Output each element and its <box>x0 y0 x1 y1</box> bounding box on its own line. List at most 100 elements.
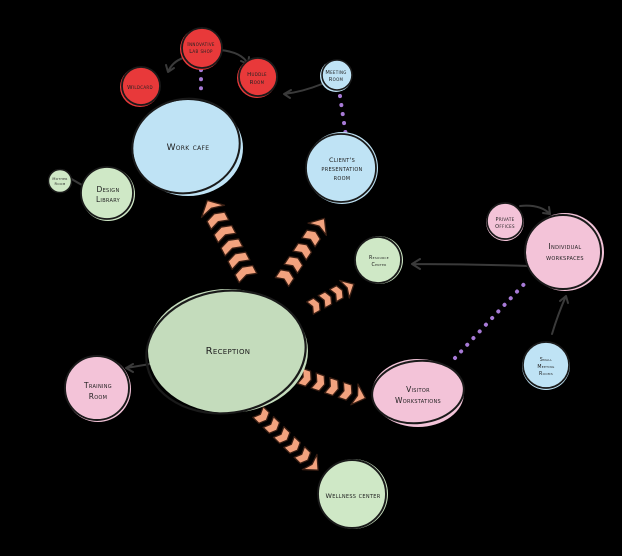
clients-room-bubble <box>306 132 378 204</box>
chevron-segment <box>307 217 328 236</box>
huddle-room-outline <box>238 57 278 97</box>
node-wildcard[interactable]: Wildcard <box>120 66 161 107</box>
chevron-segment <box>301 229 321 248</box>
arrow-small-meeting-individual <box>551 295 569 335</box>
chevron-arrows <box>200 199 367 471</box>
chevron-segment <box>200 199 226 219</box>
chevron-segment <box>252 405 270 424</box>
resource-center-outline <box>354 236 402 284</box>
chevron-segment <box>296 367 312 387</box>
wildcard-outline <box>121 66 161 106</box>
chevron-segment <box>306 297 321 315</box>
wildcard-bubble <box>120 67 160 107</box>
huddle-room-bubble <box>237 58 277 98</box>
resource-center-bubble <box>355 236 403 284</box>
wellness-center-label: Wellness center <box>325 492 380 500</box>
chevron-segment <box>220 238 244 257</box>
training-room-outline <box>64 355 130 421</box>
chevron-segment <box>329 285 344 303</box>
reception-label: Reception <box>206 346 251 357</box>
chevron-segment <box>292 242 313 261</box>
reception-bubble <box>148 289 308 413</box>
chevron-segment <box>274 269 295 288</box>
node-work-cafe[interactable]: Work cafe <box>123 89 248 203</box>
reception-outline <box>145 289 307 415</box>
wellness-center-bubble <box>318 459 388 529</box>
work-cafe-bubble <box>133 100 243 196</box>
link-meeting-clients <box>338 94 348 138</box>
chevron-segment <box>350 383 367 406</box>
meeting-room-bubble <box>320 60 352 92</box>
private-offices-bubble <box>486 203 524 241</box>
private-offices-outline <box>486 202 524 240</box>
node-reception[interactable]: Reception <box>138 280 313 423</box>
chevron-segment <box>339 279 355 299</box>
chevron-segment <box>213 224 237 244</box>
chevron-segment <box>283 435 301 454</box>
arrow-meeting-room <box>283 83 323 99</box>
wellness-center-outline <box>317 459 387 529</box>
innovative-lab-outline <box>181 27 223 69</box>
chevron-segment <box>301 453 319 471</box>
work-cafe-label: Work cafe <box>167 143 210 153</box>
small-meeting-rooms-bubble <box>522 342 570 390</box>
chevron-segment <box>234 264 258 284</box>
arrow-innovative-wildcard <box>165 57 184 73</box>
chevron-segment <box>293 445 312 464</box>
innovative-lab-bubble <box>180 28 222 70</box>
individual-workspaces-outline <box>524 214 602 290</box>
chevron-segment <box>337 381 353 401</box>
chevron-chain-reception-to-work-cafe <box>200 199 258 284</box>
visitor-workstations-bubble <box>372 359 464 427</box>
chevron-segment <box>317 291 333 309</box>
chevron-chain-reception-to-clients-room <box>274 217 328 288</box>
dotted-links <box>199 68 530 360</box>
arrow-individual-resource <box>411 258 529 270</box>
individual-workspaces-bubble <box>526 213 604 291</box>
chevron-segment <box>272 425 291 444</box>
training-room-bubble <box>65 356 131 422</box>
chevron-segment <box>227 251 251 270</box>
visitor-workstations-outline <box>371 359 465 425</box>
chevron-chain-reception-to-visitor <box>296 367 367 406</box>
meeting-room-outline <box>321 59 353 91</box>
design-library-outline <box>80 166 134 220</box>
work-cafe-outline <box>131 97 241 195</box>
node-wellness-center[interactable]: Wellness center <box>317 459 388 529</box>
chevron-segment <box>310 372 326 392</box>
clients-room-outline <box>305 133 377 203</box>
chevron-segment <box>206 211 230 230</box>
chevron-segment <box>262 415 281 434</box>
mother-room-outline <box>47 168 73 194</box>
chevron-segment <box>323 376 340 397</box>
chevron-chain-reception-to-wellness <box>252 405 319 471</box>
arrow-private-individual <box>519 204 551 215</box>
